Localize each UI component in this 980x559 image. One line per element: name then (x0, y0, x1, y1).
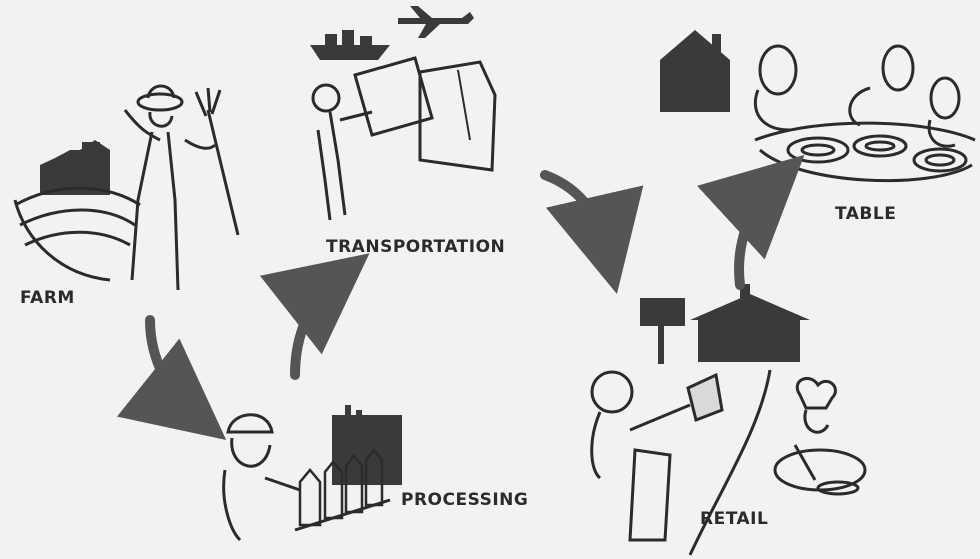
label-table: TABLE (835, 204, 896, 224)
farmer-icon (125, 86, 215, 290)
processing-scene (224, 405, 402, 540)
cycle-arrows (150, 175, 775, 415)
label-retail: RETAIL (700, 509, 768, 529)
arrow-processing-to-transport (295, 278, 338, 375)
worker-icon (224, 415, 300, 540)
sign-icon (640, 298, 685, 364)
chef-icon (775, 378, 865, 494)
boat-icon (310, 30, 390, 60)
label-transportation: TRANSPORTATION (326, 237, 505, 257)
boxes-icon (355, 58, 495, 170)
label-processing: PROCESSING (401, 490, 528, 510)
plates-icon (755, 123, 975, 181)
shop-icon (690, 284, 810, 362)
house-icon (660, 30, 730, 112)
farm-scene (15, 86, 238, 290)
pitchfork-icon (196, 88, 238, 235)
fields-icon (15, 188, 140, 280)
arrow-farm-to-processing (150, 320, 195, 415)
transport-scene (310, 6, 495, 220)
arrow-transport-to-retail (545, 175, 608, 255)
arrow-retail-to-table (739, 182, 775, 285)
table-scene (660, 30, 975, 181)
label-farm: FARM (20, 288, 75, 308)
airplane-icon (398, 6, 474, 38)
